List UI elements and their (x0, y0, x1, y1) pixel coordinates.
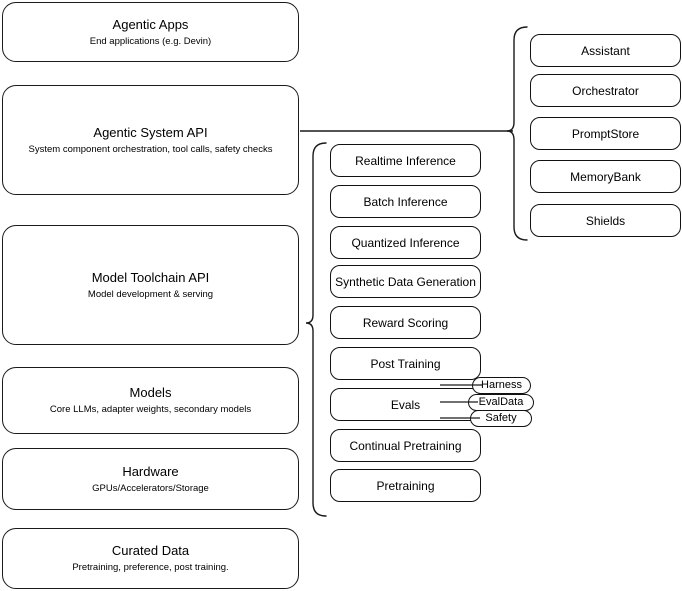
capability-label: Reward Scoring (362, 315, 449, 330)
layer-hardware[interactable]: Hardware GPUs/Accelerators/Storage (2, 448, 299, 510)
capability-label: Pretraining (376, 478, 435, 493)
brace-toolchain-capabilities (305, 142, 327, 517)
layer-agentic-system-api[interactable]: Agentic System API System component orch… (2, 85, 299, 195)
evals-subcomponent-evaldata[interactable]: EvalData (468, 394, 534, 411)
brace-system-components (506, 26, 528, 241)
capability-pretraining[interactable]: Pretraining (330, 469, 481, 502)
component-label: MemoryBank (570, 169, 641, 184)
layer-model-toolchain-api[interactable]: Model Toolchain API Model development & … (2, 225, 299, 345)
layer-subtitle: Model development & serving (87, 288, 214, 300)
capability-label: Synthetic Data Generation (335, 274, 476, 289)
pill-label: Harness (481, 379, 522, 391)
layer-title: Hardware (122, 463, 179, 479)
pill-label: Safety (485, 412, 517, 424)
capability-label: Continual Pretraining (349, 438, 462, 453)
pill-label: EvalData (478, 396, 524, 408)
system-component-promptstore[interactable]: PromptStore (530, 117, 681, 150)
system-component-orchestrator[interactable]: Orchestrator (530, 74, 681, 107)
component-label: PromptStore (571, 126, 640, 141)
layer-title: Agentic System API (93, 124, 208, 140)
capability-evals[interactable]: Evals (330, 388, 481, 421)
system-component-memorybank[interactable]: MemoryBank (530, 160, 681, 193)
layer-curated-data[interactable]: Curated Data Pretraining, preference, po… (2, 528, 299, 589)
component-label: Orchestrator (572, 83, 639, 98)
layer-subtitle: End applications (e.g. Devin) (89, 35, 212, 47)
layer-title: Agentic Apps (112, 16, 189, 32)
layer-title: Model Toolchain API (91, 269, 210, 285)
evals-subcomponent-harness[interactable]: Harness (472, 377, 531, 394)
system-component-shields[interactable]: Shields (530, 204, 681, 237)
capability-quantized-inference[interactable]: Quantized Inference (330, 226, 481, 259)
layer-subtitle: Pretraining, preference, post training. (72, 562, 229, 573)
capability-label: Batch Inference (363, 194, 448, 209)
layer-title: Models (129, 385, 172, 400)
component-label: Assistant (581, 43, 630, 58)
capability-reward-scoring[interactable]: Reward Scoring (330, 306, 481, 339)
layer-subtitle: System component orchestration, tool cal… (28, 143, 273, 155)
layer-subtitle: GPUs/Accelerators/Storage (92, 482, 209, 494)
capability-batch-inference[interactable]: Batch Inference (330, 185, 481, 218)
capability-continual-pretraining[interactable]: Continual Pretraining (330, 429, 481, 462)
capability-label: Realtime Inference (355, 153, 456, 168)
system-component-assistant[interactable]: Assistant (530, 34, 681, 67)
capability-label: Post Training (370, 356, 441, 371)
capability-realtime-inference[interactable]: Realtime Inference (330, 144, 481, 177)
capability-label: Quantized Inference (351, 235, 460, 250)
capability-synthetic-data-generation[interactable]: Synthetic Data Generation (330, 265, 481, 298)
layer-title: Curated Data (111, 543, 190, 558)
capability-label: Evals (390, 397, 421, 412)
component-label: Shields (585, 213, 626, 228)
evals-subcomponent-safety[interactable]: Safety (470, 410, 532, 427)
layer-subtitle: Core LLMs, adapter weights, secondary mo… (49, 404, 252, 415)
capability-post-training[interactable]: Post Training (330, 347, 481, 380)
layer-models[interactable]: Models Core LLMs, adapter weights, secon… (2, 367, 299, 434)
layer-agentic-apps[interactable]: Agentic Apps End applications (e.g. Devi… (2, 2, 299, 62)
